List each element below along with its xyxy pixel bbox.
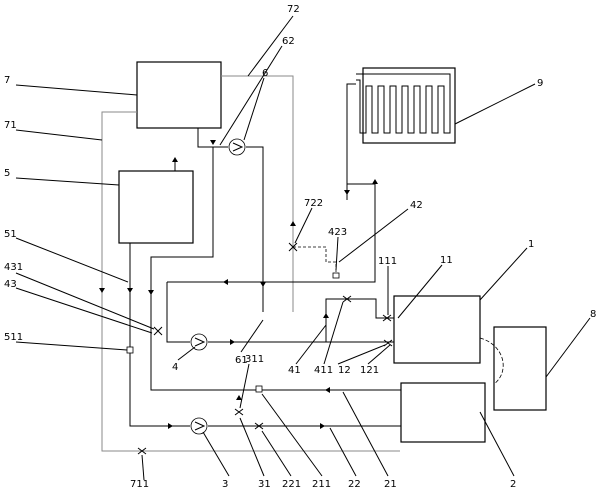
pipe-6-out [246,146,264,312]
arrow [325,387,330,393]
component-1 [393,295,481,364]
component-8 [493,326,547,411]
pipe-43 [166,282,190,343]
pipe-71 [101,111,400,452]
label-41: 41 [288,365,301,376]
pipe-51 [129,243,190,427]
label-411: 411 [314,365,333,376]
arrow [210,140,216,145]
arrow [344,190,350,195]
label-43: 43 [4,279,17,290]
pump-3 [190,417,208,435]
valve-221 [254,422,264,430]
coil-9 [356,73,451,134]
label-1: 1 [528,239,534,250]
pump-4 [190,333,208,351]
arrow [148,290,154,295]
arrow [223,279,228,285]
label-9: 9 [537,78,543,89]
label-431: 431 [4,262,23,273]
label-71: 71 [4,120,17,131]
valve-121 [383,339,393,347]
pipe-72 [221,75,294,312]
label-2: 2 [510,479,516,490]
pipe-62 [150,147,401,391]
valve-511 [126,346,134,354]
arrow [320,423,325,429]
label-111: 111 [378,256,397,267]
label-11: 11 [440,255,453,266]
component-5 [118,170,194,244]
label-61: 61 [235,355,248,366]
label-12: 12 [338,365,351,376]
arrow [127,288,133,293]
label-51: 51 [4,229,17,240]
pipe-top-mid [167,83,376,283]
component-2 [400,382,486,443]
pump-6 [228,138,246,156]
valve-111 [382,314,392,322]
label-311: 311 [245,354,264,365]
valve-411 [342,295,352,303]
arrow [230,339,235,345]
pipe-722-dashed [293,246,337,275]
label-3: 3 [222,479,228,490]
label-221: 221 [282,479,301,490]
component-9 [362,67,456,144]
arrow [290,221,296,226]
component-7 [136,61,222,129]
valve-311 [234,408,244,416]
label-6: 6 [262,68,268,79]
label-5: 5 [4,168,10,179]
arrow [99,288,105,293]
label-4: 4 [172,362,178,373]
label-423: 423 [328,227,347,238]
label-8: 8 [590,309,596,320]
label-722: 722 [304,198,323,209]
label-42: 42 [410,200,423,211]
valve-711 [137,447,147,455]
label-711: 711 [130,479,149,490]
label-72: 72 [287,4,300,15]
valve-431 [153,326,163,336]
label-21: 21 [384,479,397,490]
label-31: 31 [258,479,271,490]
pipe-7-to-6 [197,128,228,148]
valve-722 [288,242,298,252]
label-121: 121 [360,365,379,376]
valve-423 [332,272,340,279]
valve-211 [255,385,263,393]
arrow [172,157,178,162]
leader-lines [15,15,591,481]
arrow [168,423,173,429]
arrow [323,313,329,318]
arrow [372,179,378,184]
arrow [236,395,242,400]
label-7: 7 [4,75,10,86]
label-511: 511 [4,332,23,343]
arrow [260,282,266,287]
label-62: 62 [282,36,295,47]
label-22: 22 [348,479,361,490]
link-1-8 [479,337,504,385]
label-211: 211 [312,479,331,490]
